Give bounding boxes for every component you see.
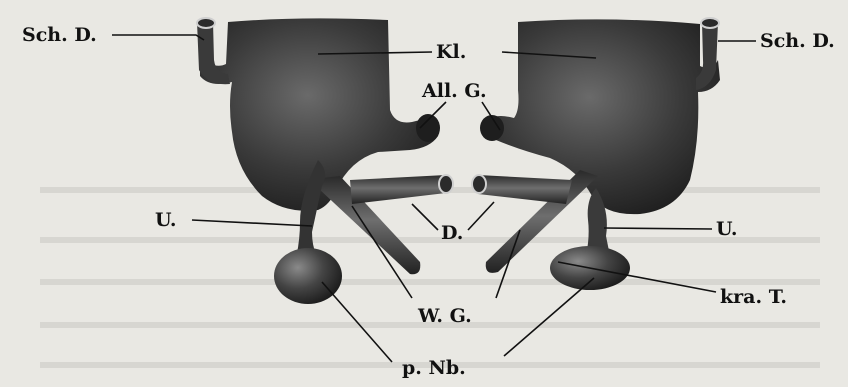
left-duct-opening xyxy=(197,18,215,28)
label-u-left: U. xyxy=(155,209,176,231)
leader-d-right xyxy=(468,202,494,230)
left-allantois-bulb xyxy=(416,114,440,142)
label-w-g: W. G. xyxy=(417,305,472,327)
label-sch-d-right: Sch. D. xyxy=(760,30,835,52)
label-p-nb: p. Nb. xyxy=(402,357,466,379)
leader-p-nb-right xyxy=(504,278,594,356)
left-p-nb-bulb xyxy=(274,248,342,304)
leader-u-left xyxy=(192,220,312,226)
label-kra-t: kra. T. xyxy=(720,286,787,308)
right-duct-opening xyxy=(701,18,719,28)
right-d-duct xyxy=(478,175,572,204)
label-all-g: All. G. xyxy=(421,80,487,102)
label-kl: Kl. xyxy=(436,41,466,63)
label-u-right: U. xyxy=(716,218,737,240)
label-sch-d-left: Sch. D. xyxy=(22,24,97,46)
left-organ xyxy=(197,18,453,304)
label-d: D. xyxy=(441,222,463,244)
right-organ xyxy=(472,18,720,290)
leader-sch-d-left xyxy=(112,35,204,40)
leader-u-right xyxy=(604,228,712,229)
leader-d-left xyxy=(412,204,438,230)
left-d-opening xyxy=(439,175,453,193)
left-d-duct xyxy=(350,175,446,204)
right-d-opening xyxy=(472,175,486,193)
